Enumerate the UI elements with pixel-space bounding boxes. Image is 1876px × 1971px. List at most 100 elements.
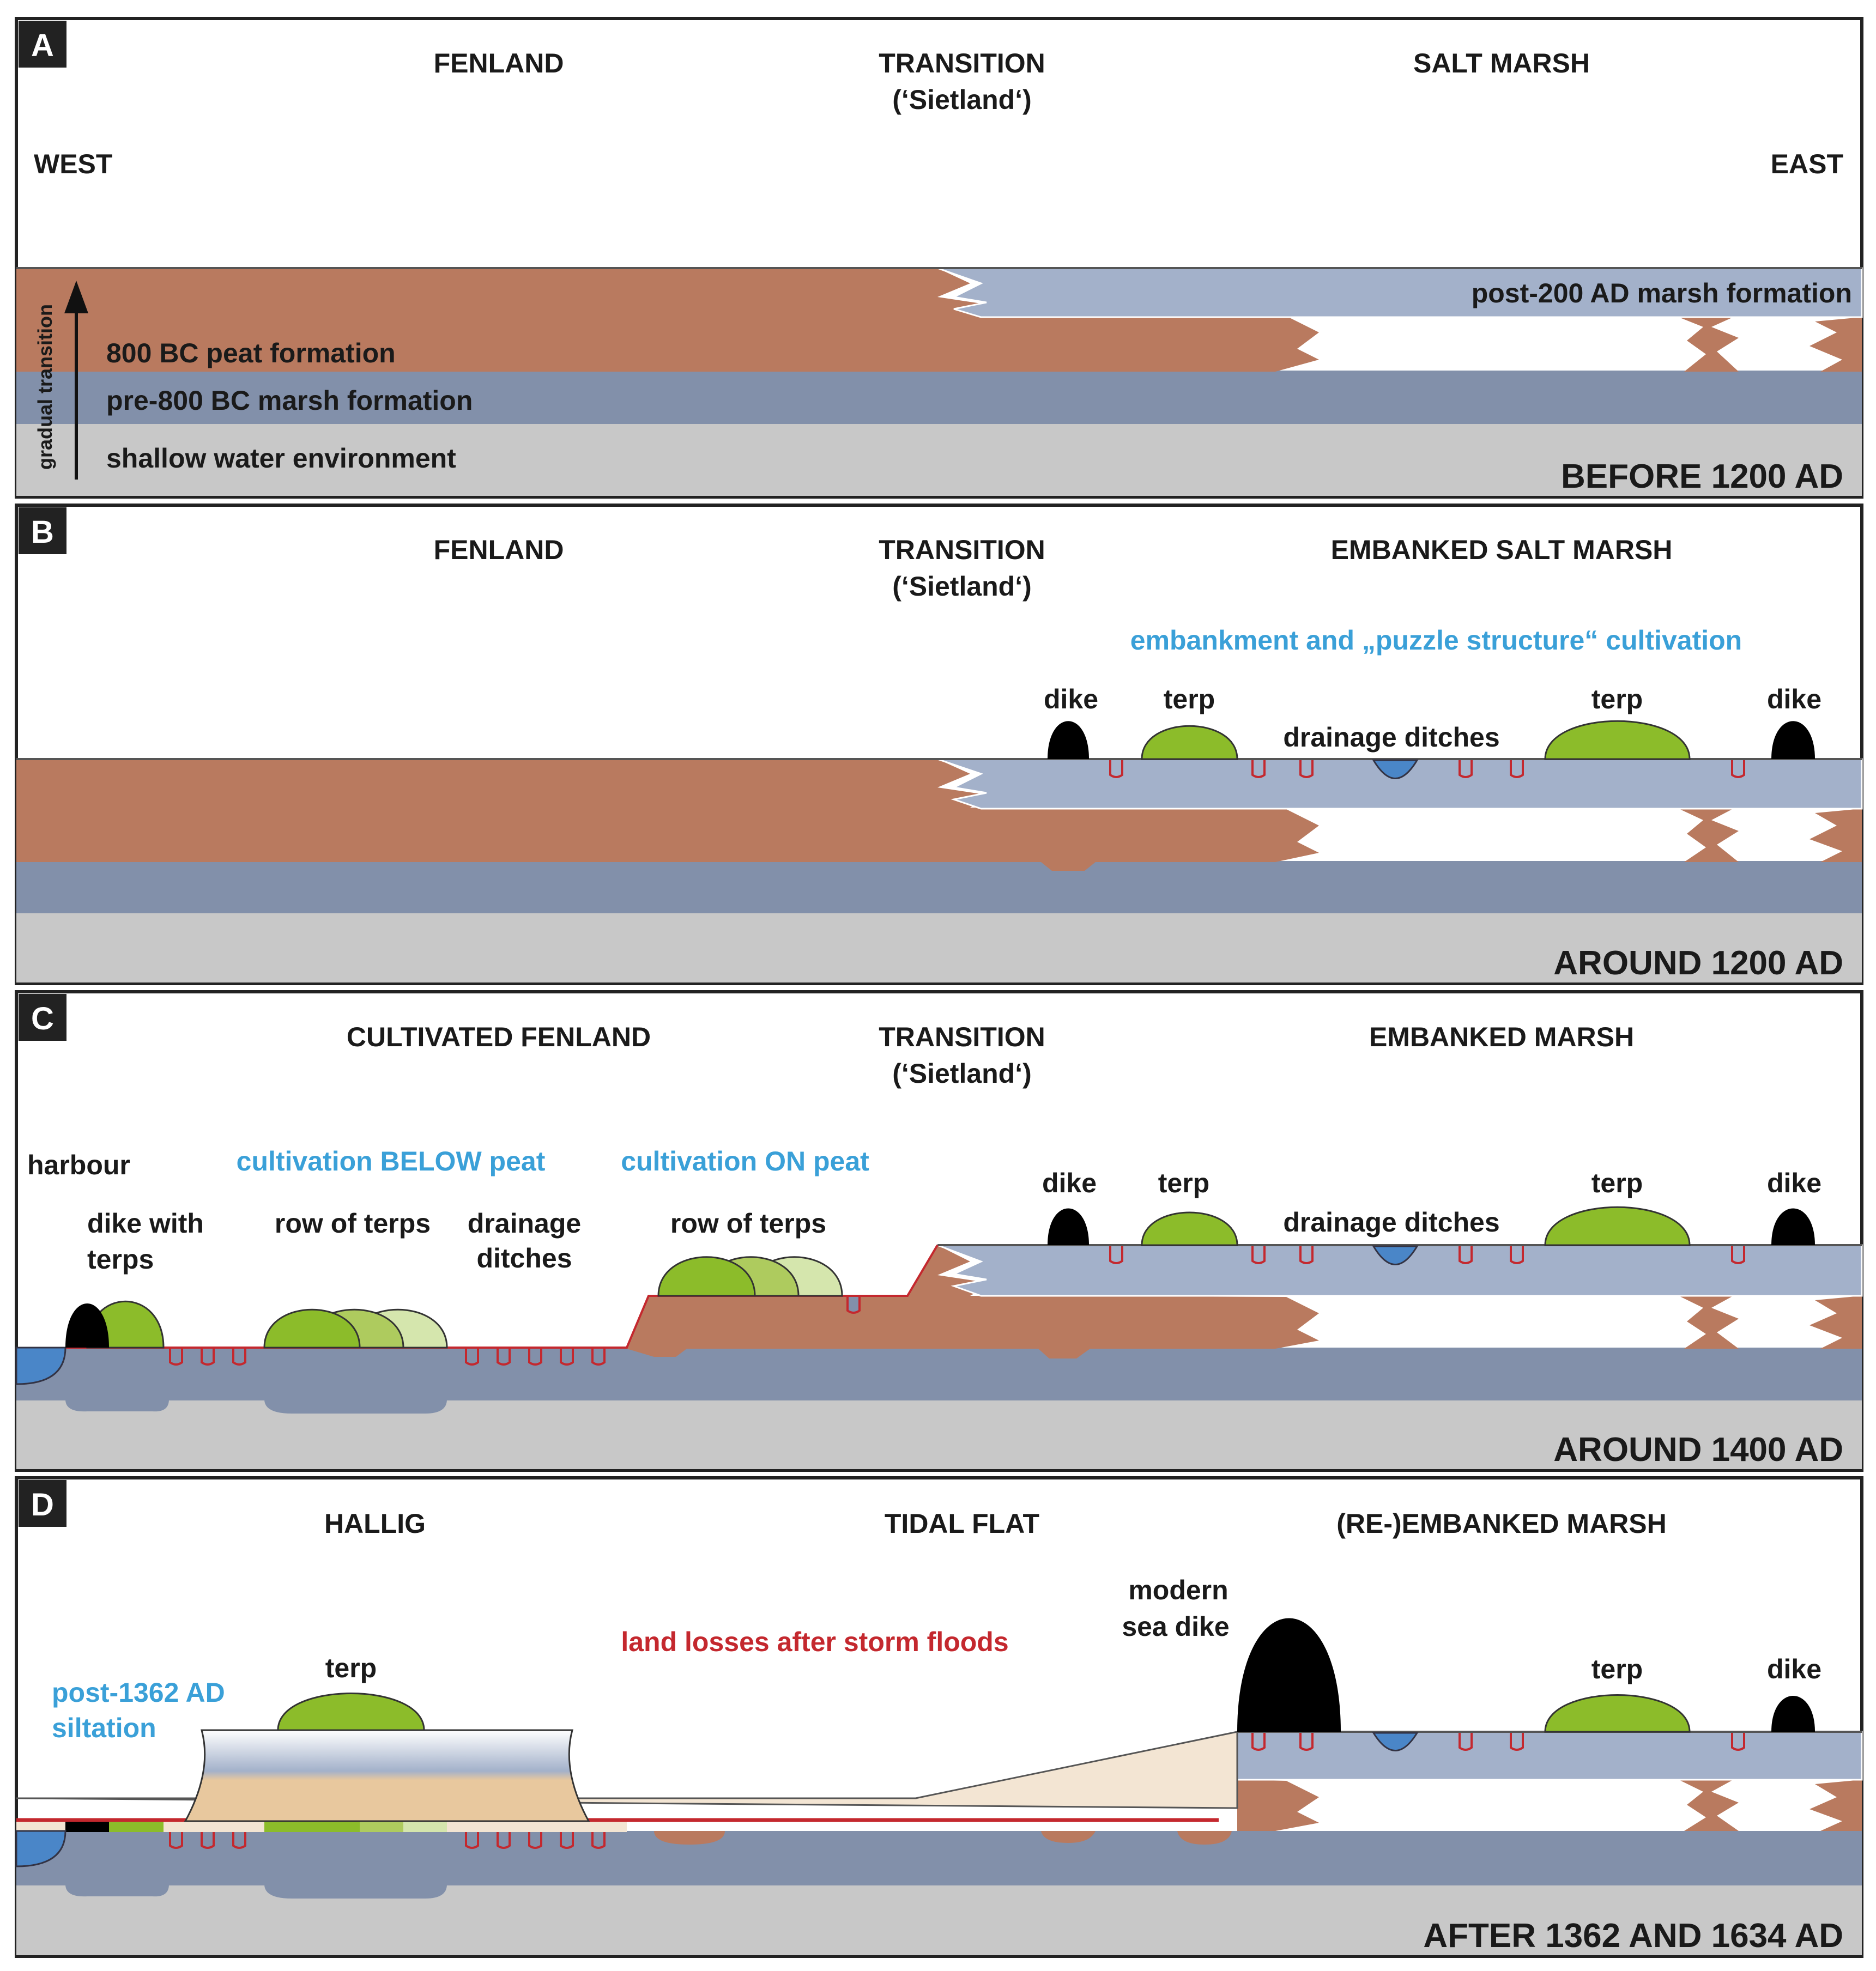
panel-a-peat-wedge-east	[1810, 317, 1862, 372]
panel-a-pre800-layer	[16, 371, 1862, 424]
panel-b-terp-left-shape	[1141, 725, 1238, 760]
panel-d-pre800-layer	[16, 1831, 1862, 1885]
panel-c-peat-layer	[627, 1245, 1319, 1359]
panel-b-terp-left-label: terp	[1164, 684, 1215, 714]
panel-b-ditch	[1251, 760, 1266, 778]
panel-d-buried-dike	[65, 1821, 109, 1832]
panel-c-terp-left-label: terp	[1158, 1168, 1209, 1198]
panel-b-zone-right: EMBANKED SALT MARSH	[1331, 535, 1673, 565]
panel-c-ditch	[201, 1349, 215, 1366]
panel-d-ditch	[497, 1832, 511, 1849]
panel-d-buried-terp-row	[360, 1821, 403, 1832]
panel-c-ditch	[169, 1349, 183, 1366]
panel-c-ditch	[465, 1349, 479, 1366]
panel-c-ditch	[591, 1349, 606, 1366]
panel-b-peat-layer	[16, 759, 1319, 871]
panel-b-terp-right-label: terp	[1591, 684, 1643, 714]
panel-b-pre800-layer	[16, 861, 1862, 913]
panel-d-peat-lens-east	[1679, 1780, 1739, 1831]
panel-d-buried-terp-row	[403, 1821, 447, 1832]
panel-d-zone-left: HALLIG	[324, 1508, 426, 1539]
panel-a-gradual-arrow-head	[64, 281, 88, 313]
panel-b-zone-mid-sub: (‘Sietland‘)	[892, 571, 1032, 602]
panel-c-ditch	[497, 1349, 511, 1366]
panel-d-letter: D	[31, 1487, 54, 1523]
panel-d: D HALLIG TIDAL FLAT (RE-)EMBANKED MARSH …	[15, 1476, 1863, 1958]
panel-a-layer-shallow: shallow water environment	[106, 443, 456, 474]
panel-a-post200-layer	[937, 267, 1863, 318]
panel-d-peat-remnant	[1041, 1831, 1096, 1843]
panel-d-ditch	[528, 1832, 542, 1849]
panel-c-terp-right-shape	[1544, 1206, 1691, 1246]
panel-b-peat-lens-east	[1679, 809, 1739, 862]
panel-c-terp-row-on-main	[657, 1256, 756, 1297]
panel-c-dike-right-label: dike	[1767, 1168, 1821, 1198]
panel-b-ditch	[1109, 760, 1123, 778]
panel-c-cult-on: cultivation ON peat	[621, 1146, 869, 1176]
panel-d-ditch	[1299, 1733, 1314, 1751]
panel-c-zone-mid-sub: (‘Sietland‘)	[892, 1058, 1032, 1089]
panel-d-modern-sea-dike-shape	[1237, 1618, 1341, 1732]
panel-d-dike-right-shape	[1771, 1696, 1815, 1732]
panel-b-zone-left: FENLAND	[434, 535, 564, 565]
panel-b-ditch	[1510, 760, 1524, 778]
panel-c-peat-lens-east	[1679, 1296, 1739, 1349]
panel-c-ditch	[1459, 1246, 1473, 1264]
panel-d-dike-right-label: dike	[1767, 1654, 1821, 1684]
panel-c-pre800-layer	[16, 1348, 1862, 1400]
panel-d-ditch	[560, 1832, 574, 1849]
panel-d-terp-right-shape	[1544, 1694, 1691, 1733]
panel-b-shallow-layer	[16, 912, 1862, 983]
panel-c-dike-left-shape	[1048, 1208, 1089, 1245]
panel-c-ditch	[232, 1349, 246, 1366]
panel-c-period: AROUND 1400 AD	[1553, 1431, 1843, 1469]
panel-c-letter: C	[31, 1001, 54, 1036]
panel-a: A gradual transition WEST EAST FENLAND T…	[15, 17, 1863, 499]
panel-a-peat-layer	[16, 268, 1319, 372]
panel-c-basin-lens-left	[65, 1399, 169, 1412]
panel-c-letter-box	[19, 994, 66, 1041]
panel-c-zone-right: EMBANKED MARSH	[1369, 1022, 1634, 1052]
panel-c-basin-lens-mid	[264, 1399, 447, 1414]
panel-a-peat-lens-east	[1679, 317, 1739, 372]
panel-a-arrow-label: gradual transition	[34, 304, 56, 470]
panel-c-marsh-light-layer	[937, 1244, 1863, 1297]
panel-d-land-losses: land losses after storm floods	[621, 1627, 1008, 1657]
panel-d-hallig-terp-shape	[277, 1693, 425, 1731]
panel-d-buried-terp-row	[264, 1821, 360, 1832]
panel-a-zone-left: FENLAND	[434, 48, 564, 78]
panel-c-ditches-2: ditches	[476, 1243, 572, 1273]
panel-d-siltation-1: post-1362 AD	[52, 1677, 225, 1708]
panel-c-west-dike-shape	[65, 1303, 109, 1348]
panel-d-hallig-body	[184, 1729, 590, 1822]
panel-c-terp-row-below-main	[263, 1308, 361, 1349]
panel-d-ditch	[1731, 1733, 1745, 1751]
panel-b-peat-wedge-east	[1810, 809, 1862, 862]
panel-c-ditch	[560, 1349, 574, 1366]
panel-c-row-terps-2: row of terps	[670, 1208, 826, 1239]
panel-c-zone-mid: TRANSITION	[879, 1022, 1045, 1052]
panel-c-ditch	[528, 1349, 542, 1366]
panel-b-letter: B	[31, 514, 54, 550]
panel-b-ditches-label: drainage ditches	[1283, 722, 1499, 753]
panel-a-letter: A	[31, 28, 54, 63]
panel-d-harbour-basin	[15, 1830, 66, 1867]
panel-b-ditch	[1299, 760, 1314, 778]
panel-d-period: AFTER 1362 AND 1634 AD	[1423, 1917, 1843, 1955]
panel-d-letter-box	[19, 1480, 66, 1527]
panel-a-shallow-layer	[16, 423, 1862, 496]
panel-d-buried-terp	[109, 1821, 164, 1832]
panel-b-annotation: embankment and „puzzle structure“ cultiv…	[1130, 625, 1742, 656]
panel-b-dike-right-shape	[1771, 721, 1815, 759]
panel-b-terp-right-shape	[1544, 720, 1691, 760]
panel-a-period: BEFORE 1200 AD	[1561, 458, 1843, 495]
panel-c-dike-with-1: dike with	[87, 1208, 204, 1239]
panel-d-ditch	[1459, 1733, 1473, 1751]
panel-a-layer-pre800: pre-800 BC marsh formation	[106, 385, 473, 416]
panel-c-ditch	[1731, 1246, 1745, 1264]
panel-d-ditch	[1510, 1733, 1524, 1751]
panel-c-ditch-large	[1372, 1245, 1419, 1265]
panel-d-peat-layer-east	[1237, 1780, 1319, 1831]
panel-b-dike-right-label: dike	[1767, 684, 1821, 714]
panel-d-peat-remnant	[654, 1831, 725, 1845]
